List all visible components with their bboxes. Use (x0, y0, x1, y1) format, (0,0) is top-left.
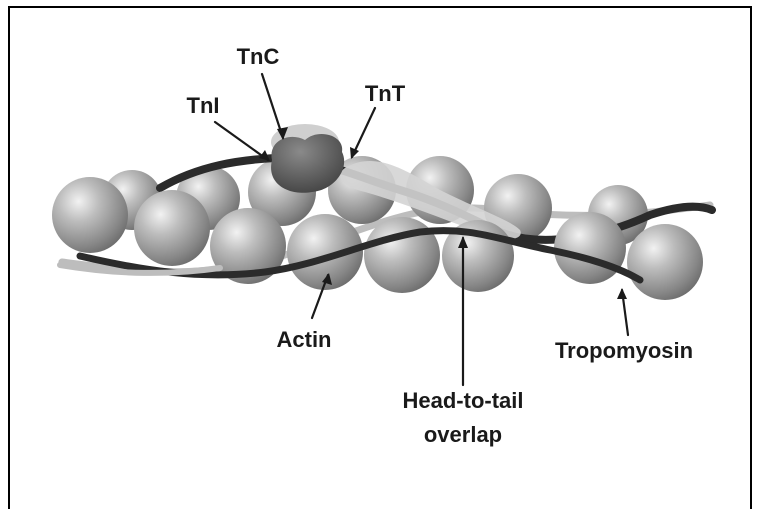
tni-leader-line (215, 122, 268, 160)
overlap-label-line1: Head-to-tail (403, 388, 524, 413)
overlap-label-line2: overlap (424, 422, 502, 447)
tnt-label: TnT (365, 81, 406, 106)
tnc-leader-line (262, 74, 283, 138)
tropomyosin-label: Tropomyosin (555, 338, 693, 363)
tropomyosin-arrowhead (617, 288, 627, 299)
actin-label: Actin (277, 327, 332, 352)
tnc-label: TnC (237, 44, 280, 69)
tni-label: TnI (187, 93, 220, 118)
